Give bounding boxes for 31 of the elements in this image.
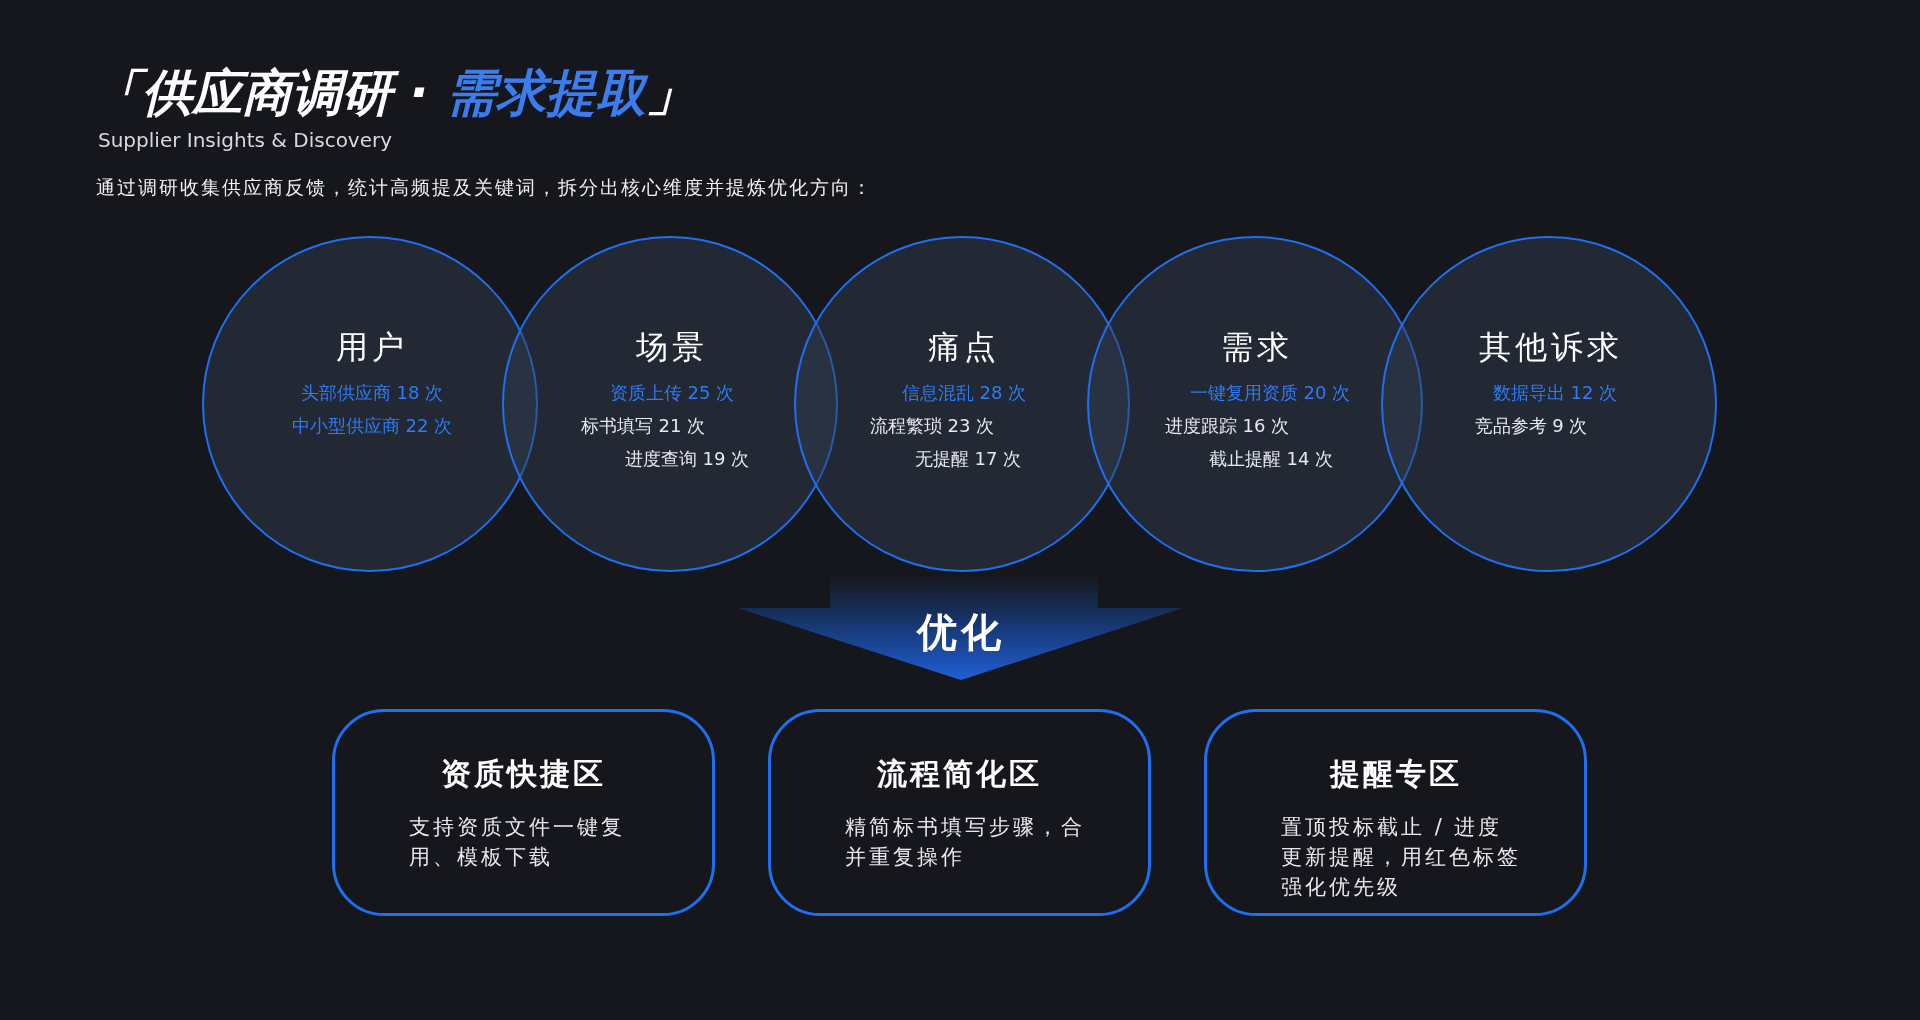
circle-heading: 其他诉求 <box>1479 327 1623 368</box>
card-heading: 提醒专区 <box>1328 755 1463 793</box>
feature-card <box>768 709 1151 916</box>
card-heading: 流程简化区 <box>876 755 1043 793</box>
feature-card <box>1204 709 1587 916</box>
keyword-count: 进度查询 19 次 <box>624 447 750 471</box>
keyword-count: 中小型供应商 22 次 <box>291 414 453 438</box>
circle-heading: 场景 <box>636 327 708 368</box>
card-description: 精简标书填写步骤，合并重复操作 <box>845 814 1086 871</box>
keyword-count: 信息混乱 28 次 <box>901 381 1027 405</box>
feature-card <box>332 709 715 916</box>
circle-heading: 痛点 <box>928 327 1000 368</box>
keyword-count: 进度跟踪 16 次 <box>1164 414 1290 438</box>
keyword-count: 一键复用资质 20 次 <box>1189 381 1351 405</box>
keyword-count: 截止提醒 14 次 <box>1208 447 1334 471</box>
keyword-count: 竞品参考 9 次 <box>1474 414 1588 438</box>
keyword-count: 数据导出 12 次 <box>1492 381 1618 405</box>
keyword-count: 资质上传 25 次 <box>609 381 735 405</box>
keyword-count: 流程繁琐 23 次 <box>869 414 995 438</box>
arrow-label: 优化 <box>917 608 1005 657</box>
description-text: 通过调研收集供应商反馈，统计高频提及关键词，拆分出核心维度并提炼优化方向： <box>96 175 873 200</box>
subtitle: Supplier Insights & Discovery <box>98 128 393 152</box>
keyword-count: 头部供应商 18 次 <box>300 381 444 405</box>
circle-heading: 需求 <box>1221 327 1293 368</box>
keyword-count: 标书填写 21 次 <box>580 414 706 438</box>
title: 「供应商调研 · 需求提取」 <box>92 66 696 121</box>
card-description: 置顶投标截止 / 进度更新提醒，用红色标签强化优先级 <box>1281 814 1522 901</box>
circle-heading: 用户 <box>336 327 408 368</box>
card-heading: 资质快捷区 <box>440 755 607 793</box>
card-description: 支持资质文件一键复用、模板下载 <box>409 814 626 871</box>
keyword-count: 无提醒 17 次 <box>914 447 1022 471</box>
